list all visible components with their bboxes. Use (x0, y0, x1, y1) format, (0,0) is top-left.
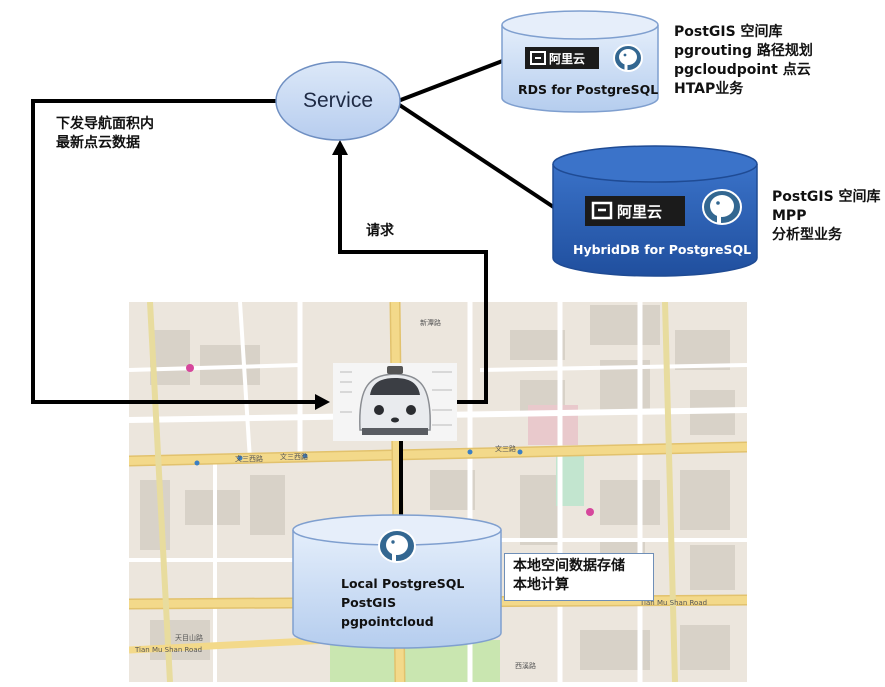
local-db-line: PostGIS (341, 595, 397, 610)
local-note-line: 本地空间数据存储 (513, 558, 625, 574)
hybriddb-database: 阿里云 (552, 145, 758, 277)
map-label-3: 文三路 (495, 444, 516, 453)
map-label-5: Tian Mu Shan Road (134, 646, 202, 654)
rds-elephant-icon (613, 44, 643, 72)
local-db-line: pgpointcloud (341, 614, 434, 629)
aliyun-bracket-icon (591, 201, 613, 220)
hybriddb-features: PostGIS 空间库 MPP 分析型业务 (772, 188, 881, 245)
map-poi-marker (186, 364, 194, 372)
map-label-0: 新潭路 (420, 318, 441, 327)
rds-feature: PostGIS 空间库 (674, 24, 783, 40)
map-label-2: 文三西路 (235, 454, 263, 463)
map-label-4: 天目山路 (175, 633, 203, 642)
aliyun-bracket-icon (530, 51, 546, 65)
rds-feature: pgcloudpoint 点云 (674, 62, 811, 78)
service-label: Service (302, 89, 374, 112)
local-note-line: 本地计算 (513, 577, 569, 593)
downlink-label: 下发导航面积内 最新点云数据 (56, 115, 154, 153)
request-arrow-line (338, 152, 488, 404)
map-label-1: 文三西路 (280, 452, 308, 461)
request-arrow-head (332, 140, 348, 155)
local-database (292, 514, 502, 649)
self-driving-car (333, 363, 457, 441)
map-bus-stops (194, 449, 523, 466)
connectors (31, 58, 557, 522)
service-rds-line (397, 58, 506, 103)
map-poi-marker (586, 508, 594, 516)
downlink-label-line: 下发导航面积内 (56, 116, 154, 132)
request-label: 请求 (366, 223, 394, 239)
service-node (275, 61, 401, 141)
hybriddb-feature: MPP (772, 208, 807, 224)
rds-feature: HTAP业务 (674, 81, 744, 97)
rds-logo-text: 阿里云 (549, 51, 585, 66)
map-label-7: 西溪路 (515, 661, 536, 670)
local-db-line: Local PostgreSQL (341, 576, 465, 591)
downlink-arrow-head (315, 394, 330, 410)
rds-name: RDS for PostgreSQL (518, 82, 659, 97)
hybriddb-logo-text: 阿里云 (617, 203, 662, 221)
downlink-label-line: 最新点云数据 (56, 135, 140, 151)
arrow-heads (315, 140, 348, 410)
service-hybriddb-line (396, 102, 557, 210)
hybriddb-name: HybridDB for PostgreSQL (573, 242, 752, 257)
local-elephant-icon (378, 529, 416, 563)
rds-database: 阿里云 (501, 10, 659, 113)
hybriddb-elephant-icon (702, 189, 742, 225)
downlink-arrow-line (31, 99, 318, 404)
map-buildings (140, 305, 735, 670)
hybriddb-feature: 分析型业务 (772, 227, 842, 243)
local-note: 本地空间数据存储 本地计算 (504, 553, 654, 601)
rds-features: PostGIS 空间库 pgrouting 路径规划 pgcloudpoint … (674, 23, 813, 99)
map-label-6: Tian Mu Shan Road (639, 599, 707, 607)
rds-feature: pgrouting 路径规划 (674, 43, 813, 59)
hybriddb-feature: PostGIS 空间库 (772, 189, 881, 205)
local-db-text: Local PostgreSQL PostGIS pgpointcloud (341, 574, 464, 631)
